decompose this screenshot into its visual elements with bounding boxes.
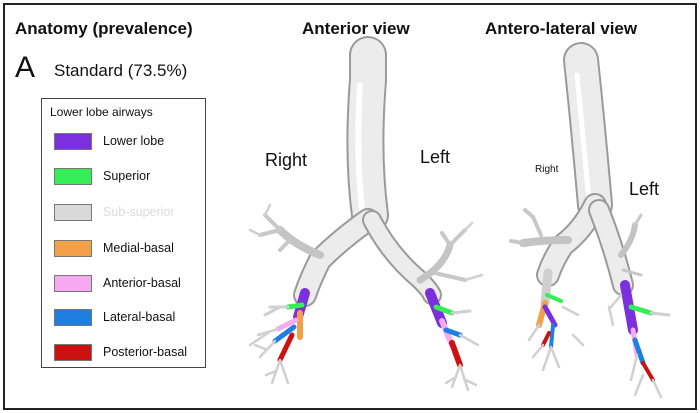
anterior-right-label: Right — [265, 150, 308, 170]
legend-item-posterior-basal: Posterior-basal — [54, 342, 204, 362]
legend-label-posterior-basal: Posterior-basal — [103, 345, 188, 359]
legend-swatch-sub-superior — [54, 204, 92, 221]
legend-label-sub-superior: Sub-superior — [103, 205, 175, 219]
anterolateral-left-label: Left — [629, 179, 660, 199]
legend-item-lower-lobe: Lower lobe — [54, 131, 204, 151]
legend-label-lateral-basal: Lateral-basal — [103, 310, 176, 324]
panel-letter: A — [15, 51, 36, 84]
legend-item-sub-superior: Sub-superior — [54, 202, 204, 222]
legend-item-anterior-basal: Anterior-basal — [54, 273, 204, 293]
legend-item-lateral-basal: Lateral-basal — [54, 307, 204, 327]
legend-swatch-anterior-basal — [54, 275, 92, 292]
anterior-airway-tree — [248, 36, 484, 392]
anatomy-prevalence-header: Anatomy (prevalence) — [15, 19, 193, 38]
legend-swatch-lower-lobe — [54, 133, 92, 150]
legend-label-medial-basal: Medial-basal — [103, 241, 174, 255]
legend-swatch-superior — [54, 168, 92, 185]
legend-title: Lower lobe airways — [50, 105, 153, 119]
legend-swatch-lateral-basal — [54, 309, 92, 326]
legend-item-superior: Superior — [54, 166, 204, 186]
legend-swatch-medial-basal — [54, 240, 92, 257]
legend-swatch-posterior-basal — [54, 344, 92, 361]
legend-label-lower-lobe: Lower lobe — [103, 134, 165, 148]
anterior-view-header: Anterior view — [302, 19, 410, 38]
variant-label: Standard (73.5%) — [54, 61, 188, 80]
anterolateral-view-header: Antero-lateral view — [485, 19, 638, 38]
legend-label-anterior-basal: Anterior-basal — [103, 276, 181, 290]
legend-box: Lower lobe airways Lower lobe Superior S… — [41, 98, 206, 368]
legend-label-superior: Superior — [103, 169, 151, 183]
anterior-left-label: Left — [420, 147, 451, 167]
anterolateral-right-label: Right — [535, 164, 559, 175]
anterolateral-airway-tree — [509, 42, 671, 399]
figure-frame: Anatomy (prevalence) Anterior view Anter… — [3, 3, 697, 410]
legend-item-medial-basal: Medial-basal — [54, 238, 204, 258]
